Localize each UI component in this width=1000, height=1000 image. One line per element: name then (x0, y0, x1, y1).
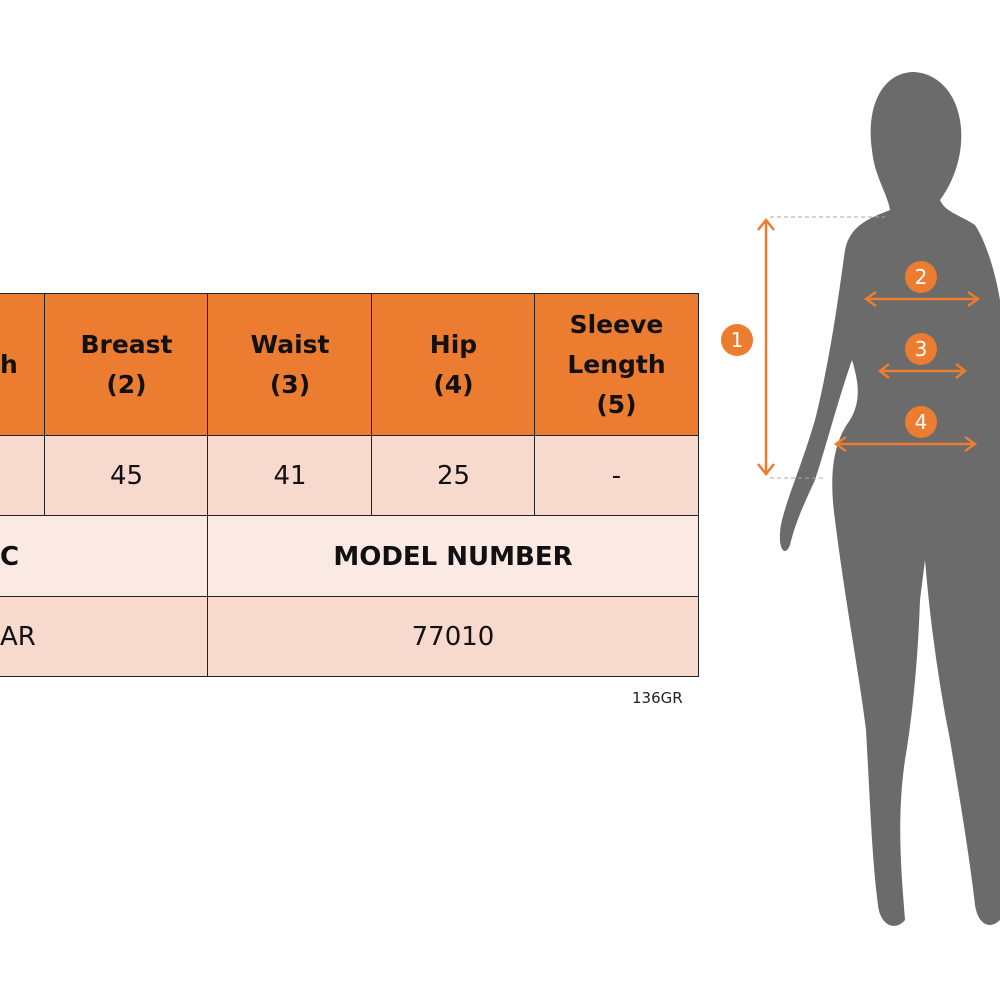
hip-arrowhead-left (833, 435, 847, 453)
breast-arrowhead-right (967, 290, 981, 308)
value-cell-waist: 41 (207, 435, 373, 517)
marker-2 (905, 261, 937, 293)
marker-2-label: 2 (915, 265, 928, 289)
waist-arrowhead-right (955, 363, 968, 379)
fabric-value: AR (0, 621, 36, 652)
header-cell-breast: Breast (2) (44, 293, 209, 437)
model-number-label-cell: MODEL NUMBER (207, 515, 699, 598)
header-cell-length: h (0, 293, 45, 437)
marker-3 (905, 333, 937, 365)
value-cell-breast: 45 (44, 435, 209, 517)
waist-arrowhead-left (877, 363, 890, 379)
fabric-label: C (0, 541, 20, 572)
marker-3-label: 3 (915, 337, 928, 361)
header-cell-waist: Waist (3) (207, 293, 373, 437)
model-number-value-cell: 77010 (207, 596, 699, 677)
breast-arrowhead-left (863, 290, 877, 308)
product-code: 136GR (632, 689, 683, 707)
length-arrowhead-bottom (757, 463, 775, 477)
length-arrowhead-top (757, 217, 775, 231)
fabric-value-cell: AR (0, 596, 209, 677)
marker-4 (905, 406, 937, 438)
marker-4-label: 4 (915, 410, 928, 434)
silhouette (779, 72, 1000, 926)
header-cell-hip: Hip (4) (371, 293, 536, 437)
marker-1-label: 1 (731, 328, 744, 352)
header-label: h (0, 350, 18, 379)
hip-arrowhead-right (964, 435, 978, 453)
marker-1 (721, 324, 753, 356)
fabric-label-cell: C (0, 515, 209, 598)
value-cell-sleeve: - (534, 435, 699, 517)
header-cell-sleeve: Sleeve Length (5) (534, 293, 699, 437)
